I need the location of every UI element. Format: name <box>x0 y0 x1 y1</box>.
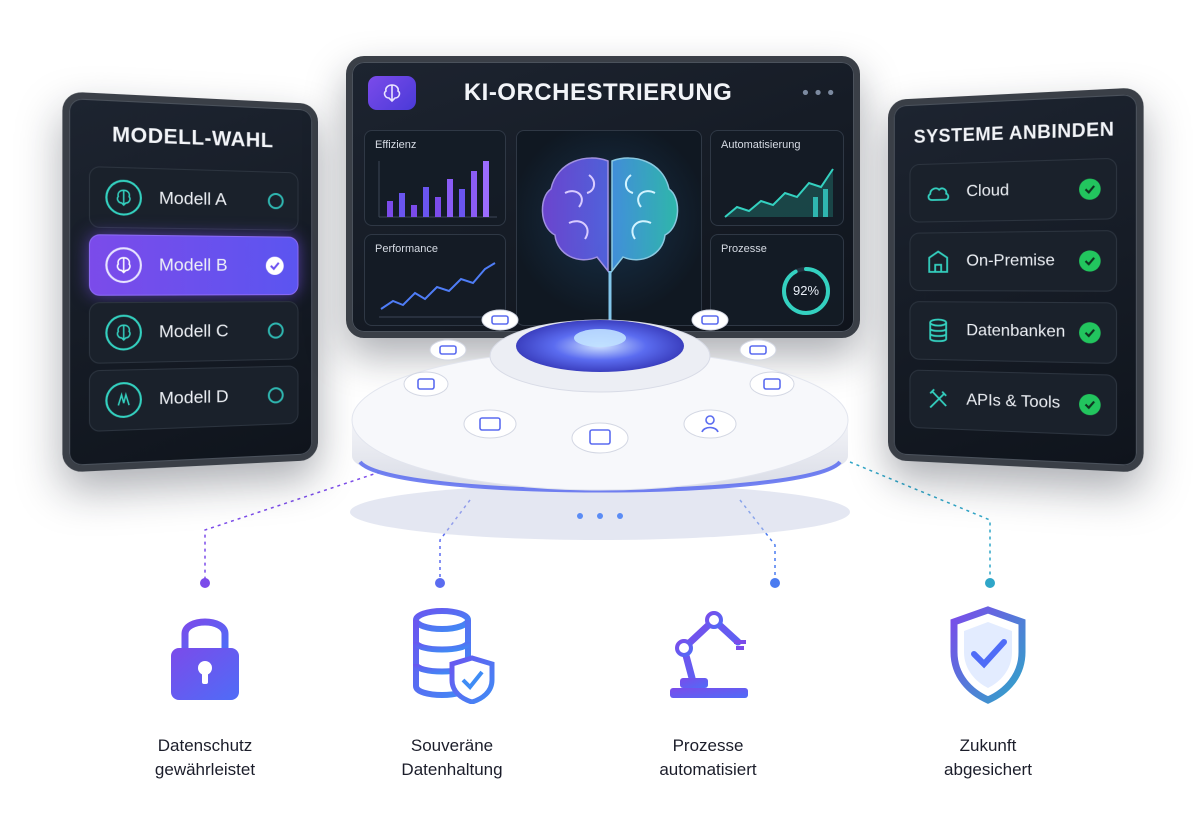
radio-button[interactable] <box>267 386 284 404</box>
model-item-a[interactable]: Modell A <box>88 166 299 231</box>
systems-panel-title: SYSTEME ANBINDEN <box>913 118 1115 148</box>
model-item-b[interactable]: Modell B <box>88 234 299 296</box>
system-item-on-premise[interactable]: On-Premise <box>909 230 1118 292</box>
model-item-c[interactable]: Modell C <box>88 301 299 364</box>
brain-icon <box>541 157 679 327</box>
checkmark-icon[interactable] <box>265 256 284 275</box>
feature-caption-line: Prozesse <box>672 736 744 755</box>
model-label: Modell C <box>158 320 229 342</box>
feature-caption: Prozesse automatisiert <box>608 734 808 782</box>
feature-caption-line: Datenschutz <box>157 736 253 755</box>
brain-visual <box>516 130 702 327</box>
tile-label: Effizienz <box>375 139 417 151</box>
dashboard-title: KI-ORCHESTRIERUNG <box>463 79 733 106</box>
feature-caption-line: gewährleistet <box>154 760 256 779</box>
database-icon <box>924 316 952 345</box>
feature-sovereign-storage: Souveräne Datenhaltung <box>352 604 552 782</box>
robot-arm-icon <box>670 611 748 698</box>
system-item-apis-tools[interactable]: APIs & Tools <box>909 369 1118 437</box>
building-icon <box>924 247 952 276</box>
system-label: APIs & Tools <box>966 391 1061 413</box>
feature-future-proof: Zukunft abgesichert <box>888 604 1088 782</box>
more-dots-icon[interactable]: ••• <box>800 82 838 104</box>
model-label: Modell A <box>158 188 227 210</box>
dashboard-header: KI-ORCHESTRIERUNG ••• <box>352 62 854 124</box>
systems-list: Cloud On-Premise Datenbanken <box>909 157 1118 437</box>
tile-processes: Prozesse 92% <box>710 234 844 326</box>
brain-icon <box>105 314 142 351</box>
system-label: Datenbanken <box>966 321 1066 341</box>
feature-caption: Souveräne Datenhaltung <box>352 734 552 782</box>
feature-automated-processes: Prozesse automatisiert <box>608 604 808 782</box>
orchestration-platform <box>350 309 850 540</box>
feature-caption: Zukunft abgesichert <box>888 734 1088 782</box>
line-chart-icon <box>379 262 497 318</box>
tools-icon <box>924 385 952 414</box>
area-chart-icon <box>724 168 834 218</box>
systems-panel: SYSTEME ANBINDEN Cloud On-Premise <box>888 87 1144 473</box>
bar-chart-icon <box>378 161 497 218</box>
feature-caption-line: Souveräne <box>410 736 494 755</box>
radio-button[interactable] <box>267 192 284 210</box>
orchestration-dashboard: KI-ORCHESTRIERUNG ••• Effizienz Performa… <box>346 56 860 338</box>
brain-icon <box>105 247 142 284</box>
model-list: Modell A Modell B Modell C Modell D <box>88 166 299 432</box>
tile-label: Performance <box>375 243 438 255</box>
tile-label: Automatisierung <box>721 139 801 151</box>
database-shield-icon <box>413 608 495 704</box>
processes-value: 92% <box>792 283 820 298</box>
model-selection-panel: MODELL-WAHL Modell A Modell B Modell C <box>62 91 318 473</box>
brain-icon <box>105 179 142 216</box>
feature-caption-line: abgesichert <box>944 760 1032 779</box>
radio-button[interactable] <box>267 322 284 339</box>
tile-label: Prozesse <box>721 243 767 255</box>
feature-data-protection: Datenschutz gewährleistet <box>105 604 305 782</box>
neural-icon <box>105 381 142 419</box>
system-label: Cloud <box>966 181 1010 201</box>
model-item-d[interactable]: Modell D <box>88 365 299 432</box>
checkmark-icon <box>1079 322 1101 344</box>
checkmark-icon <box>1079 250 1101 272</box>
feature-caption-line: automatisiert <box>659 760 757 779</box>
checkmark-icon <box>1079 393 1101 416</box>
system-item-cloud[interactable]: Cloud <box>909 157 1118 223</box>
model-label: Modell D <box>158 386 229 409</box>
feature-caption: Datenschutz gewährleistet <box>105 734 305 782</box>
shield-check-icon <box>950 606 1026 704</box>
checkmark-icon <box>1079 178 1101 200</box>
model-label: Modell B <box>158 254 228 275</box>
system-label: On-Premise <box>966 251 1055 270</box>
system-item-databases[interactable]: Datenbanken <box>909 301 1118 365</box>
tile-automation: Automatisierung <box>710 130 844 226</box>
feature-caption-line: Zukunft <box>959 736 1017 755</box>
tile-performance: Performance <box>364 234 506 326</box>
brain-app-icon[interactable] <box>368 76 416 110</box>
model-panel-title: MODELL-WAHL <box>112 123 274 153</box>
padlock-icon <box>171 618 239 700</box>
tile-efficiency: Effizienz <box>364 130 506 226</box>
feature-caption-line: Datenhaltung <box>401 760 503 779</box>
progress-ring <box>782 267 830 315</box>
cloud-icon <box>924 178 952 207</box>
